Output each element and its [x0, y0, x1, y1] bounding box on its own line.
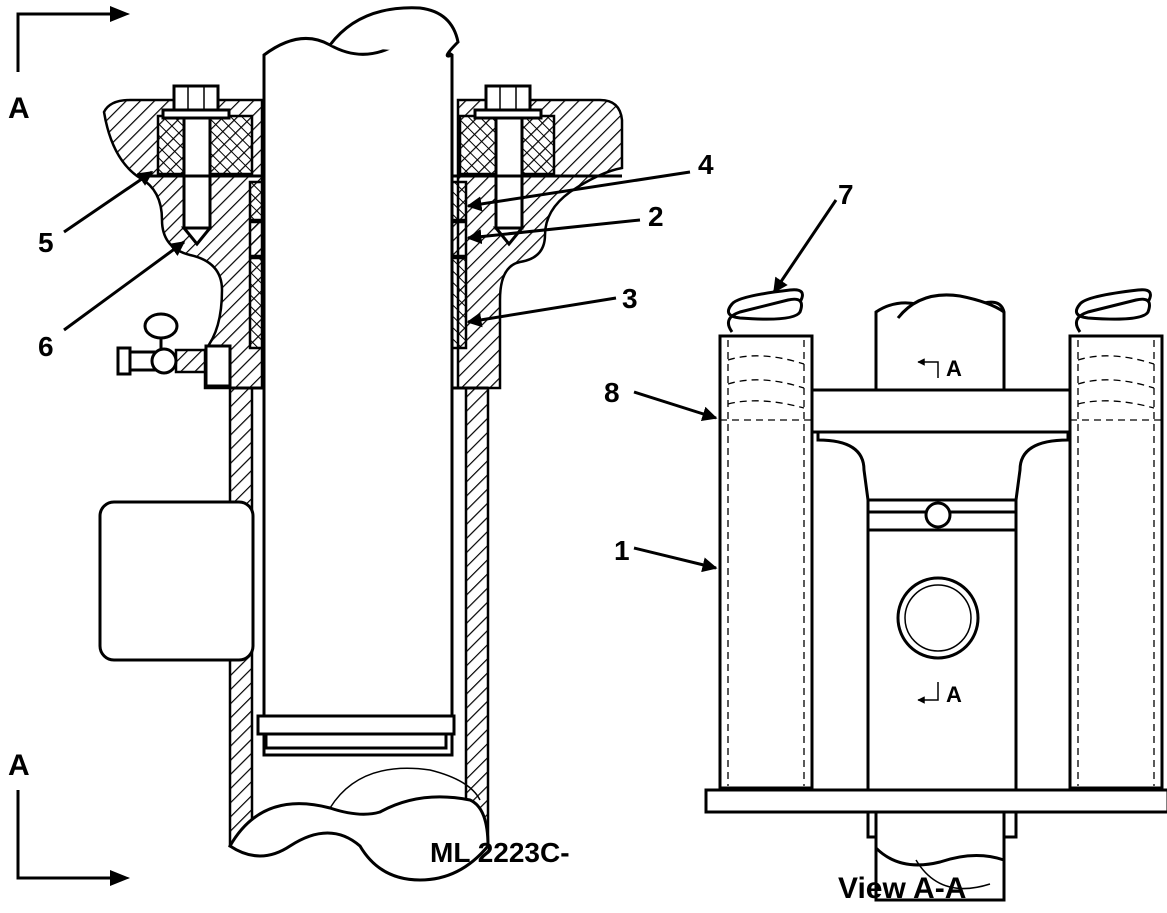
packing-ring-left-mid — [248, 220, 266, 258]
section-marker-bottom: A — [8, 749, 130, 886]
lower-tube-right-wall — [464, 386, 490, 848]
callout-4: 4 — [698, 149, 714, 180]
view-shaft-break — [874, 810, 1006, 867]
view-tag-upper-label: A — [946, 356, 962, 381]
view-section-tag-lower: A — [917, 682, 962, 707]
section-marker-top: A — [8, 6, 130, 125]
packing-ring-right-upper — [450, 180, 468, 222]
figure-code: ML 2223C- — [430, 837, 570, 868]
view-tag-lower-label: A — [946, 682, 962, 707]
view-section-tag-upper: A — [917, 356, 962, 381]
view-port-outer — [896, 576, 980, 660]
packing-ring-left-lower — [248, 256, 266, 350]
piston-tube-top-cut — [328, 6, 460, 58]
view-caption: View A-A — [838, 872, 966, 905]
section-marker-bottom-label: A — [8, 749, 30, 782]
section-marker-top-label: A — [8, 92, 30, 125]
side-mounted-box — [98, 500, 255, 662]
view-spring-right — [1074, 288, 1152, 333]
view-a-a: A A — [704, 288, 1167, 902]
packing-ring-right-lower — [450, 256, 468, 350]
view-spring-left — [726, 288, 804, 333]
callout-8: 8 — [604, 377, 620, 408]
view-crossbar — [800, 388, 1080, 434]
callout-7: 7 — [838, 179, 854, 210]
sectional-view — [98, 6, 624, 882]
left-bolt — [161, 84, 231, 247]
packing-ring-left-upper — [248, 180, 266, 222]
piston-head-base — [264, 732, 448, 750]
grease-fitting — [116, 312, 232, 388]
view-flange-bracket — [816, 430, 1070, 502]
callout-leaders — [63, 170, 838, 573]
callout-2: 2 — [648, 201, 664, 232]
callout-1: 1 — [614, 535, 630, 566]
view-port-inner — [904, 584, 972, 652]
bearing-ring-right — [450, 220, 468, 258]
view-base-plate — [704, 788, 1167, 814]
callout-5: 5 — [38, 227, 54, 258]
right-bolt — [473, 84, 543, 247]
view-guide-post-left — [718, 334, 814, 790]
piston-head — [256, 714, 456, 736]
view-shaft-top-cut — [896, 293, 1005, 319]
callout-labels: 1 2 3 4 5 6 7 8 — [38, 149, 854, 566]
lower-tube-break — [228, 795, 490, 882]
view-guide-post-right — [1068, 334, 1164, 790]
piston-tube — [262, 37, 454, 757]
callout-6: 6 — [38, 331, 54, 362]
view-shaft-pin — [924, 501, 952, 529]
callout-3: 3 — [622, 283, 638, 314]
